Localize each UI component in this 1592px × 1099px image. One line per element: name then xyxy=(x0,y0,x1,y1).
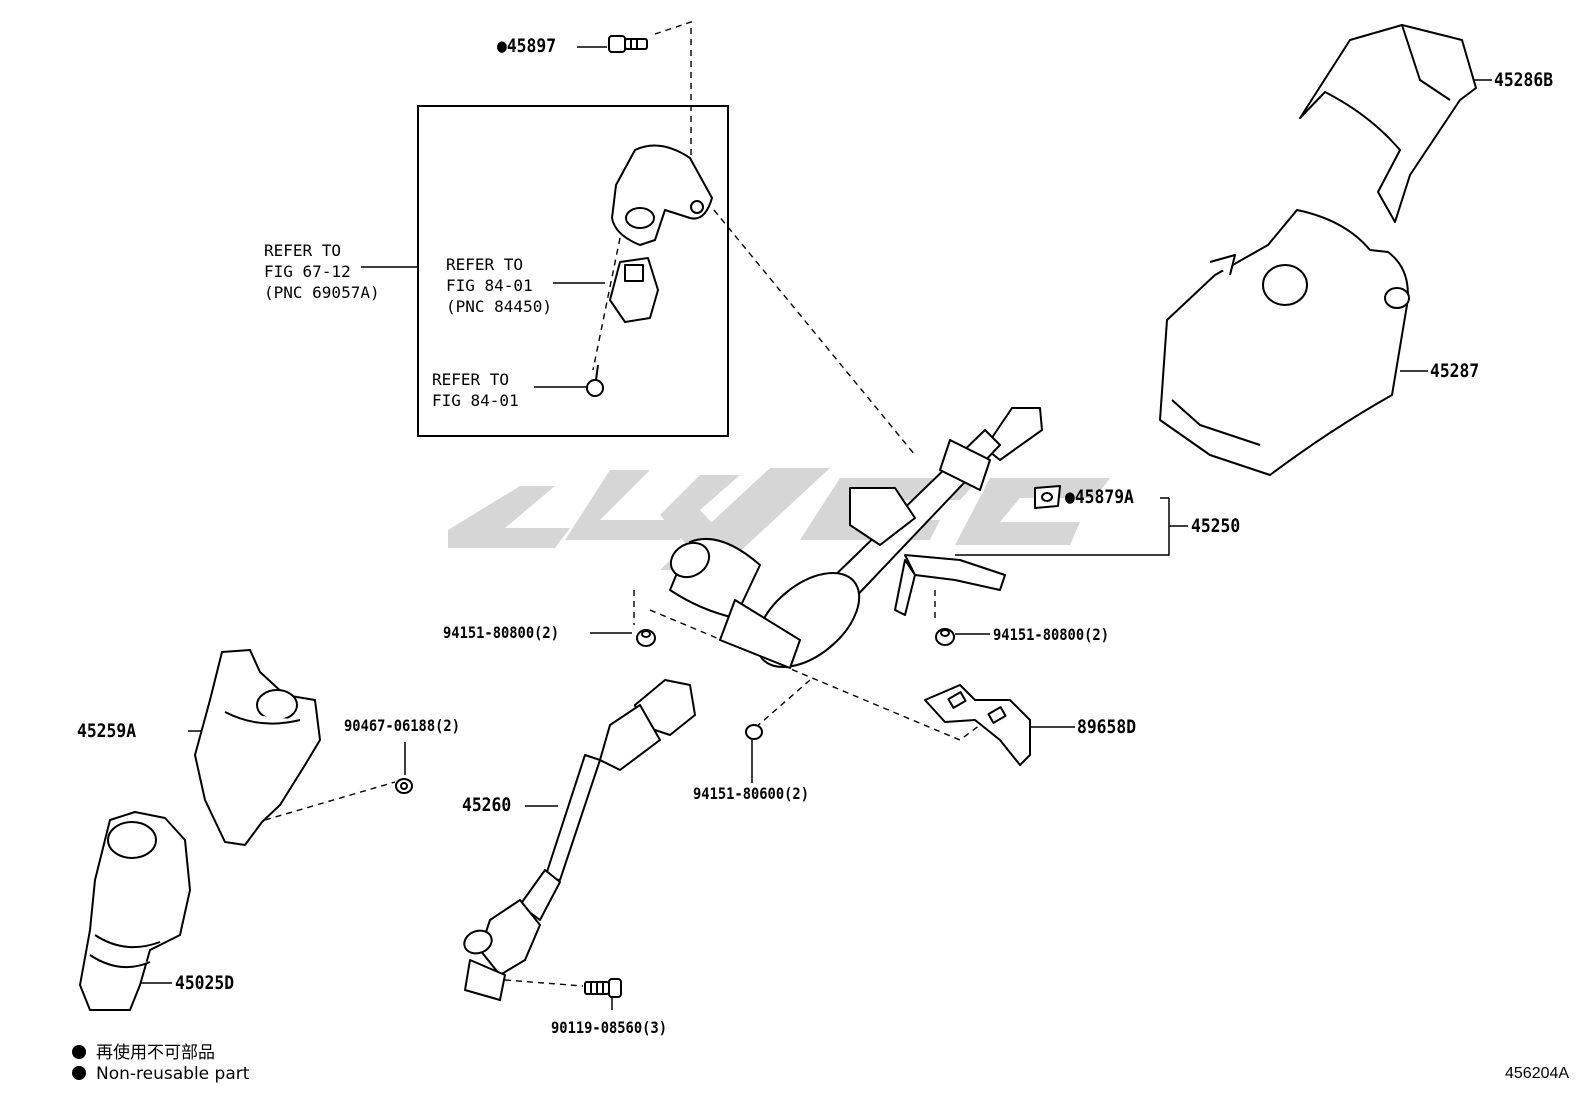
ignition-switch-icon xyxy=(609,257,659,323)
part-shapes xyxy=(79,24,1477,1011)
label-45897: ●45897 xyxy=(497,35,557,57)
part-45879a-icon xyxy=(1034,485,1061,509)
intermediate-shaft-45260-icon xyxy=(463,679,696,1001)
label-90119-08560: 90119-08560(3) xyxy=(551,1018,667,1037)
screw-icon xyxy=(586,364,604,397)
label-94151-80600: 94151-80600(2) xyxy=(693,784,809,803)
label-45259a: 45259A xyxy=(77,720,137,742)
nut-right-icon xyxy=(935,628,955,646)
diagram-code: 456204A xyxy=(1505,1065,1570,1082)
refer-note-fig-84-01-switch: REFER TO FIG 84-01 (PNC 84450) xyxy=(446,255,552,316)
label-45250: 45250 xyxy=(1191,515,1241,537)
lower-cover-45287-icon xyxy=(1159,209,1410,476)
nut-left-icon xyxy=(636,629,656,647)
label-45879a: ●45879A xyxy=(1065,486,1134,508)
bracket-89658d-icon xyxy=(924,684,1031,766)
bullet-icon xyxy=(72,1066,86,1080)
label-45025d: 45025D xyxy=(175,972,235,994)
legend-text-japanese: 再使用不可部品 xyxy=(96,1043,215,1063)
cover-45259a-icon xyxy=(194,649,321,846)
label-94151-80800-left: 94151-80800(2) xyxy=(443,623,559,642)
label-45286b: 45286B xyxy=(1494,69,1554,91)
bullet-icon xyxy=(72,1045,86,1059)
legend-line-english: Non-reusable part xyxy=(72,1064,249,1084)
label-90467-06188: 90467-06188(2) xyxy=(344,716,460,735)
label-45260: 45260 xyxy=(462,794,512,816)
bolt-90119-icon xyxy=(584,978,622,998)
label-94151-80800-right: 94151-80800(2) xyxy=(993,625,1109,644)
refer-note-fig-84-01-screw: REFER TO FIG 84-01 xyxy=(432,370,519,410)
steering-column-icon xyxy=(669,407,1043,669)
legend-text-english: Non-reusable part xyxy=(96,1064,250,1084)
nut-lower-icon xyxy=(745,724,763,740)
boot-45025d-icon xyxy=(79,811,191,1011)
label-89658d: 89658D xyxy=(1077,716,1137,738)
lock-housing-icon xyxy=(611,144,713,246)
reference-box xyxy=(417,105,729,437)
part-45897-icon xyxy=(608,35,648,53)
clip-90467-icon xyxy=(395,778,413,794)
upper-cover-45286b-icon xyxy=(1299,24,1477,223)
label-45287: 45287 xyxy=(1430,360,1480,382)
legend-line-japanese: 再使用不可部品 xyxy=(72,1038,215,1063)
refer-note-fig-67-12: REFER TO FIG 67-12 (PNC 69057A) xyxy=(264,241,380,302)
